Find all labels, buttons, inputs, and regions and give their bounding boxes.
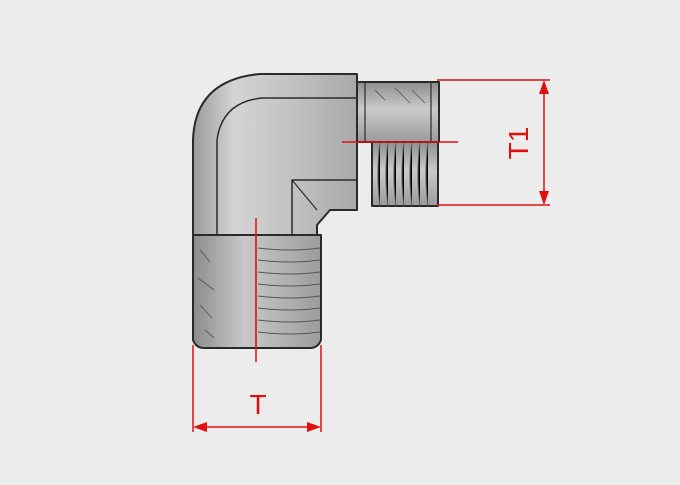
dimension-label-t: T: [249, 389, 266, 420]
dimension-t: [192, 345, 322, 432]
dimension-label-t1: T1: [503, 127, 534, 160]
bottom-thread-grooves: [257, 247, 321, 335]
bottom-connector: [192, 234, 322, 349]
side-thread-grooves: [377, 141, 429, 207]
dimension-t1: [437, 79, 550, 206]
elbow-body: [192, 73, 358, 236]
center-lines: [255, 141, 458, 362]
side-connector: [356, 81, 440, 207]
